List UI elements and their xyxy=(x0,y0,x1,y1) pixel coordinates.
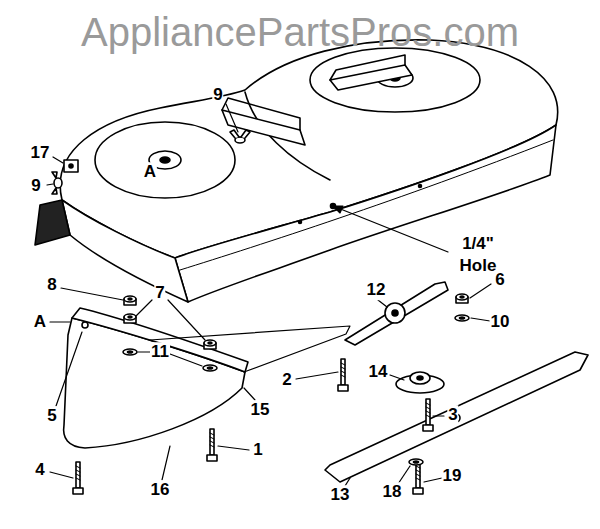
callout-number: 17 xyxy=(30,143,51,163)
leader-line xyxy=(50,472,73,478)
blade xyxy=(392,310,398,316)
mower-deck xyxy=(160,157,170,163)
leader-line xyxy=(471,318,490,321)
leader-line xyxy=(470,284,491,298)
hardware xyxy=(409,459,423,465)
leader-line xyxy=(338,208,448,252)
callout-number: 3 xyxy=(447,405,458,425)
leader-line xyxy=(50,321,70,322)
side-guard xyxy=(150,326,350,372)
leader-line xyxy=(53,157,63,163)
callout-number: 5 xyxy=(46,406,57,426)
leader-line xyxy=(226,104,238,132)
callout-number: 4 xyxy=(34,460,45,480)
mower-deck xyxy=(62,200,188,302)
mower-deck xyxy=(330,55,405,80)
leader-line xyxy=(244,388,255,400)
blade xyxy=(345,282,448,345)
callout-number: 15 xyxy=(250,400,271,420)
side-guard xyxy=(82,322,88,328)
hardware xyxy=(456,294,468,303)
mower-deck xyxy=(95,122,235,198)
callout-number: 14 xyxy=(368,362,389,382)
leader-line xyxy=(433,415,444,416)
callout-number: 19 xyxy=(442,466,463,486)
callout-letter: A xyxy=(143,162,157,182)
hardware xyxy=(413,462,423,494)
hardware xyxy=(423,399,433,431)
leader-line xyxy=(47,104,491,486)
blade xyxy=(385,303,405,323)
mower-deck xyxy=(222,98,300,130)
hardware xyxy=(73,294,469,494)
hardware xyxy=(338,359,348,391)
side-guard xyxy=(64,308,350,448)
callout-number: 6 xyxy=(494,270,505,290)
watermark: AppliancePartsPros.com xyxy=(80,9,520,55)
hardware xyxy=(207,429,217,461)
leader-line xyxy=(378,300,387,307)
hardware xyxy=(455,315,469,321)
hardware xyxy=(204,340,216,349)
leader-line xyxy=(138,352,202,366)
callout-number: 16 xyxy=(150,480,171,500)
bracket-block xyxy=(64,160,78,172)
callout-number: 8 xyxy=(46,275,57,295)
bracket-block xyxy=(69,164,73,168)
callout-number: 18 xyxy=(382,482,403,502)
mower-deck xyxy=(35,200,70,245)
mower-deck xyxy=(299,221,302,224)
leader-line xyxy=(47,184,53,185)
leader-line xyxy=(296,372,338,379)
leader-line xyxy=(424,478,442,482)
wing-nut xyxy=(52,130,250,194)
side-guard xyxy=(72,308,248,372)
callout-number: 12 xyxy=(366,280,387,300)
leader-line xyxy=(136,300,205,340)
wing-nut xyxy=(54,178,62,188)
wing-nut xyxy=(230,130,250,138)
mower-deck xyxy=(175,125,556,302)
callout-number: 9 xyxy=(212,85,223,105)
mower-deck xyxy=(310,48,480,112)
leader-line xyxy=(218,446,249,450)
callout-number: 10 xyxy=(490,312,511,332)
blade xyxy=(325,352,588,482)
hardware xyxy=(203,365,217,371)
blade-adapter xyxy=(396,372,444,393)
bracket-block xyxy=(64,160,78,172)
callout-number: 9 xyxy=(30,176,41,196)
blade-adapter xyxy=(417,376,423,380)
mower-deck xyxy=(419,185,422,188)
leader-line xyxy=(162,446,170,480)
callout-letter: A xyxy=(33,312,47,332)
callout-number: 7 xyxy=(154,283,165,303)
callout-number: 2 xyxy=(281,370,292,390)
wing-nut xyxy=(235,137,245,143)
blade-adapter xyxy=(410,372,430,384)
leader-line xyxy=(333,206,343,213)
leader-line xyxy=(61,288,123,300)
callout-number: 13 xyxy=(330,485,351,505)
leader-line xyxy=(390,375,404,380)
hardware xyxy=(124,296,136,305)
leader-line xyxy=(56,332,82,406)
blade xyxy=(325,282,588,482)
hardware xyxy=(124,314,136,323)
hardware xyxy=(123,349,137,355)
hardware xyxy=(73,462,83,494)
callout-number: 11 xyxy=(150,342,170,362)
callout-number: 1 xyxy=(252,440,263,460)
wing-nut xyxy=(52,172,57,194)
mower-deck xyxy=(35,40,558,302)
